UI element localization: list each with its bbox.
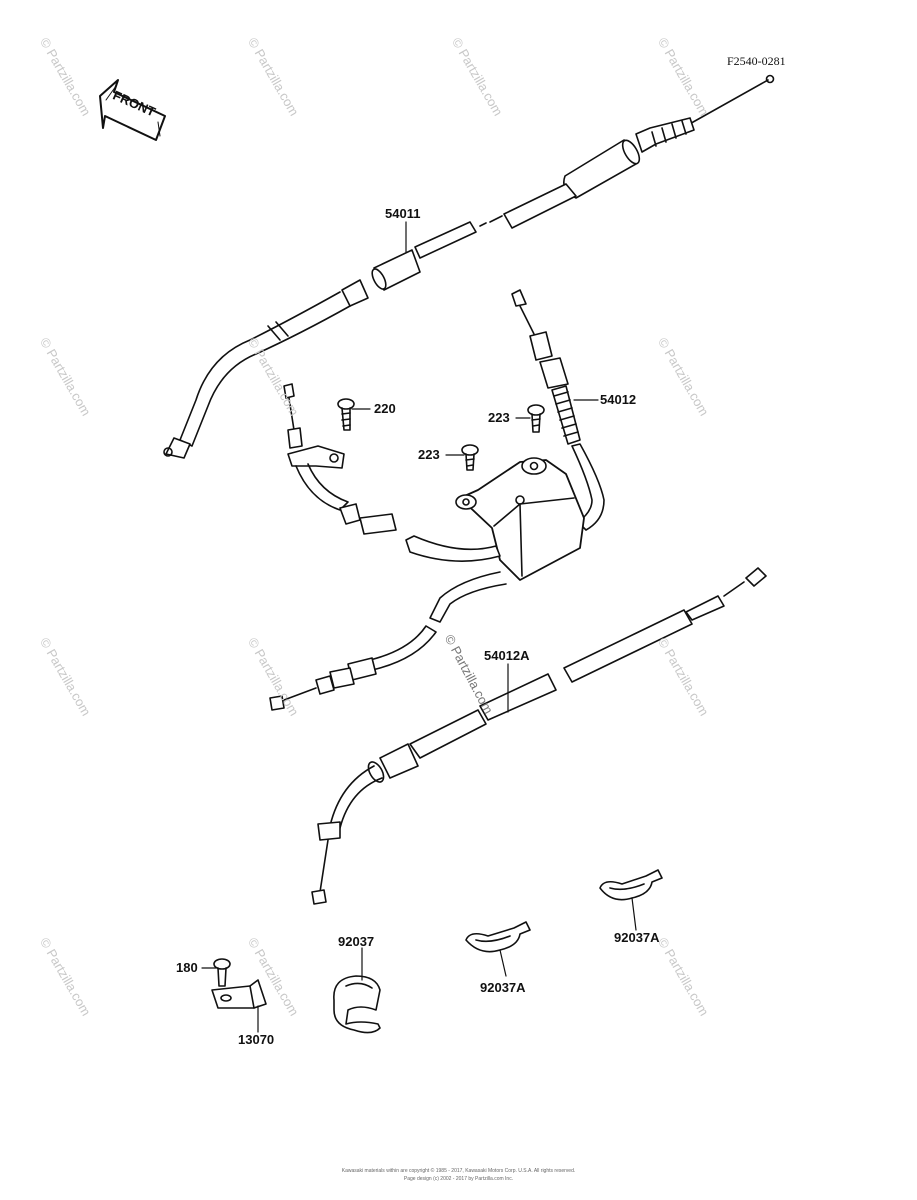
part-label-92037A-right[interactable]: 92037A (614, 930, 660, 945)
part-label-13070[interactable]: 13070 (238, 1032, 275, 1047)
cable-lower-branch (269, 571, 507, 711)
bolt-220-icon (337, 398, 355, 431)
figure-code: F2540-0281 (727, 54, 786, 68)
part-label-92037[interactable]: 92037 (338, 934, 375, 949)
cable-left-branch (283, 383, 501, 562)
part-label-54012[interactable]: 54012 (600, 392, 637, 407)
bolt-180-icon (213, 958, 231, 987)
footer-copyright: Kawasaki materials within are copyright … (341, 1168, 576, 1174)
clamp-92037A-right-icon (599, 869, 663, 901)
bolt-223-upper-icon (527, 404, 545, 433)
part-label-92037A-left[interactable]: 92037A (480, 980, 526, 995)
part-label-180[interactable]: 180 (176, 960, 198, 975)
part-label-223-upper[interactable]: 223 (488, 410, 510, 425)
cable-54011 (163, 74, 775, 459)
cable-junction-box (455, 457, 585, 581)
part-label-220[interactable]: 220 (374, 401, 396, 416)
leader-lines (201, 221, 637, 1033)
part-label-54011[interactable]: 54011 (385, 206, 421, 221)
footer-page-design: Page design (c) 2002 - 2017 by Partzilla… (403, 1176, 514, 1182)
clamp-92037A-left-icon (465, 921, 531, 953)
part-label-54012A[interactable]: 54012A (484, 648, 530, 663)
bracket-13070-icon (211, 979, 267, 1009)
cable-54012 (511, 289, 605, 531)
front-arrow-icon: FRONT (99, 79, 166, 141)
bolt-223-lower-icon (461, 444, 479, 471)
clamp-92037-icon (333, 975, 381, 1034)
cable-54012A (311, 567, 767, 905)
part-label-223-lower[interactable]: 223 (418, 447, 440, 462)
